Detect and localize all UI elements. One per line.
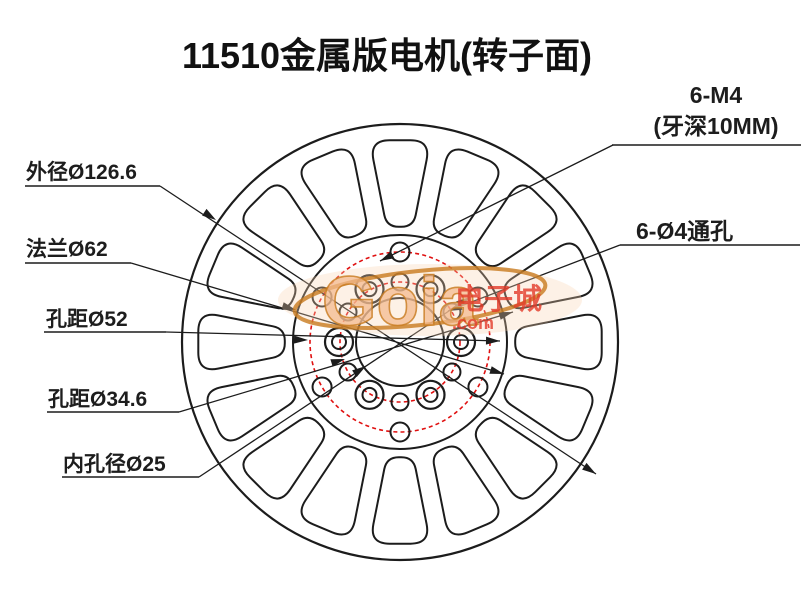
rotor-slot: [503, 374, 594, 442]
rotor-drawing: [180, 122, 620, 562]
counterbore-hole-inner: [361, 281, 378, 298]
dimension-arrowhead: [489, 366, 504, 374]
rotor-slot: [432, 445, 500, 536]
dimension-leaders: [25, 144, 801, 478]
rotor-slot: [242, 416, 326, 500]
rotor-slot: [503, 242, 594, 310]
through-hole: [338, 302, 358, 322]
label-through-holes: 6-Ø4通孔: [636, 218, 733, 244]
m4-tapped-hole: [389, 421, 411, 443]
leader-flange: [130, 262, 505, 375]
through-hole: [442, 362, 462, 382]
label-bolt-circle-346: 孔距Ø34.6: [48, 388, 147, 411]
dimension-arrowhead: [293, 335, 308, 344]
dimension-arrowhead: [202, 208, 216, 220]
bolt-circle-346-dashed: [339, 281, 461, 403]
rotor-slot: [300, 148, 368, 239]
dimension-arrowhead: [352, 366, 366, 378]
watermark-cn-text: 电子城: [455, 283, 542, 316]
dimension-arrowhead: [448, 302, 463, 311]
watermark: Goia 电子城 .com: [278, 261, 582, 341]
rotor-slot: [371, 139, 429, 228]
rotor-slot: [300, 445, 368, 536]
rotor-slot: [242, 184, 326, 268]
leader-tapped-holes: [379, 144, 614, 262]
leader-inner-bore: [198, 296, 471, 478]
dimension-arrowhead: [281, 302, 296, 310]
leader-outer-diameter: [159, 185, 597, 475]
counterbore-hole-inner: [331, 334, 347, 350]
rotor-slots: [197, 139, 603, 545]
watermark-swoosh: [292, 266, 548, 330]
counterbore-hole-inner: [422, 386, 439, 403]
label-outer-diameter: 外径Ø126.6: [26, 160, 137, 184]
drawing-title: 11510金属版电机(转子面): [182, 35, 592, 76]
hub-holes: [311, 241, 489, 443]
label-bolt-circle-52: 孔距Ø52: [46, 308, 128, 331]
inner-bore-circle: [355, 297, 445, 387]
rotor-slot: [197, 313, 286, 371]
rotor-slot: [514, 313, 603, 371]
watermark-logo-text: Goia: [322, 262, 479, 340]
flange-circle: [292, 234, 508, 450]
through-hole: [390, 392, 410, 412]
dimension-arrowhead: [582, 462, 596, 474]
counterbore-hole-outer: [415, 379, 446, 410]
counterbore-hole-inner: [453, 334, 469, 350]
dimension-arrowhead: [485, 336, 500, 345]
label-tapped-holes: 6-M4: [690, 82, 743, 108]
label-tapped-holes-depth: (牙深10MM): [653, 113, 778, 139]
counterbore-hole-inner: [361, 386, 378, 403]
rotor-outer-circle: [180, 122, 620, 562]
counterbore-hole-outer: [354, 274, 385, 305]
rotor-slot: [474, 184, 558, 268]
label-inner-bore: 内孔径Ø25: [63, 452, 166, 476]
watermark-com-text: .com: [452, 313, 494, 333]
counterbore-hole-outer: [415, 274, 446, 305]
m4-tapped-hole: [311, 376, 333, 398]
dimension-arrowhead: [498, 312, 513, 320]
m4-tapped-hole: [467, 286, 489, 308]
leader-bolt-circle-52: [165, 331, 501, 342]
rotor-slot: [371, 456, 429, 545]
rotor-slot: [432, 148, 500, 239]
dimension-arrowhead: [330, 359, 345, 367]
dimension-arrowhead: [380, 251, 395, 261]
rotor-slot: [474, 416, 558, 500]
leader-through-holes: [447, 244, 621, 312]
rotor-slot: [206, 242, 297, 310]
m4-tapped-hole: [311, 286, 333, 308]
counterbore-hole-inner: [422, 281, 439, 298]
leader-bolt-circle-346: [178, 311, 514, 413]
label-flange: 法兰Ø62: [26, 237, 108, 261]
counterbore-hole-outer: [354, 379, 385, 410]
